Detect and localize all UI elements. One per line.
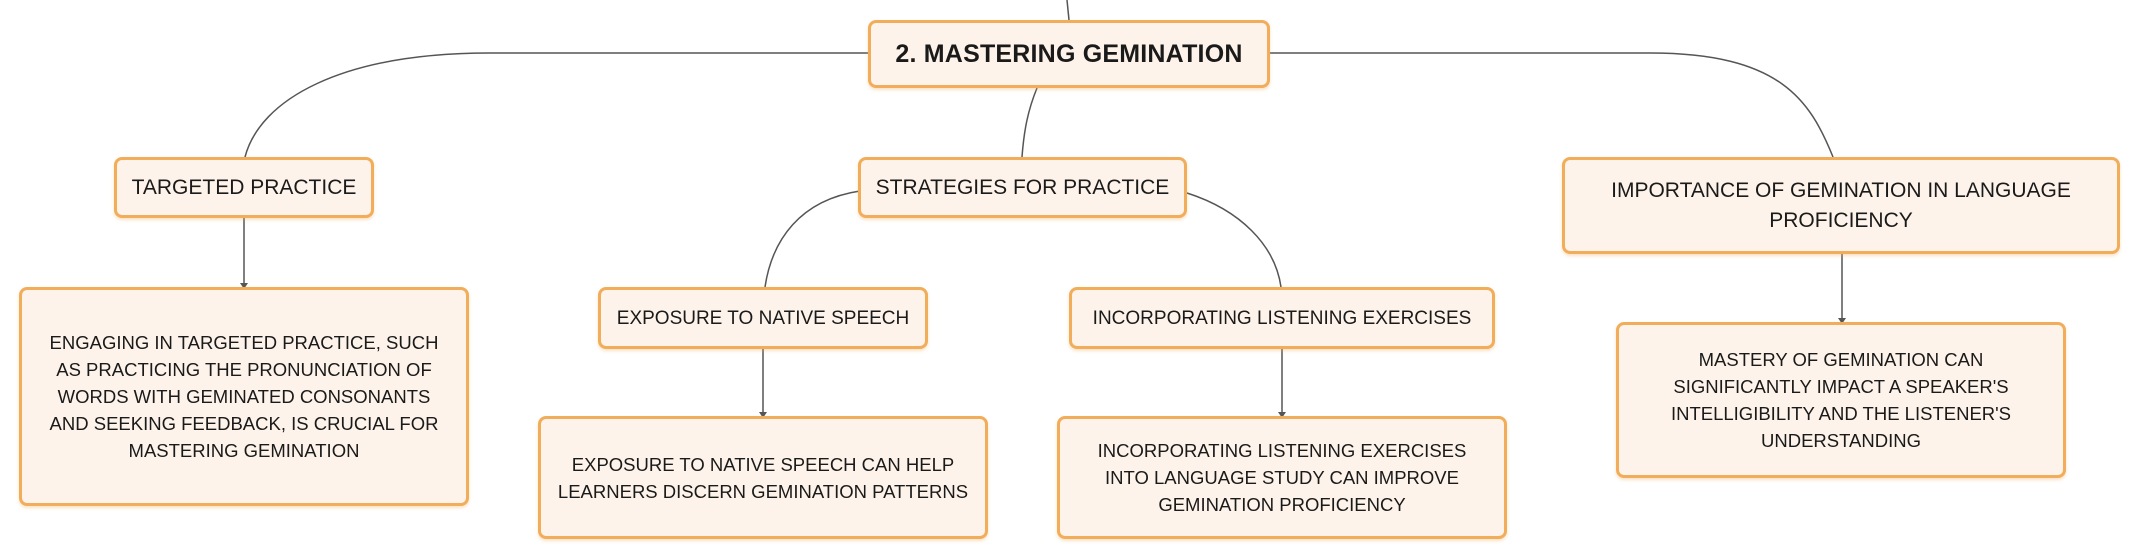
targeted-practice-detail-text: ENGAGING IN TARGETED PRACTICE, SUCH AS P…	[49, 332, 439, 461]
importance-node[interactable]: IMPORTANCE OF GEMINATION IN LANGUAGE PRO…	[1562, 157, 2120, 254]
importance-detail-text: MASTERY OF GEMINATION CAN SIGNIFICANTLY …	[1670, 349, 2012, 451]
importance-label: IMPORTANCE OF GEMINATION IN LANGUAGE PRO…	[1611, 178, 2071, 232]
native-speech-detail-text: EXPOSURE TO NATIVE SPEECH CAN HELP LEARN…	[557, 453, 969, 502]
connector-root-to-strategies	[1021, 87, 1038, 158]
targeted-practice-detail-node[interactable]: ENGAGING IN TARGETED PRACTICE, SUCH AS P…	[19, 287, 469, 506]
arrowhead-listening-detail	[1278, 412, 1286, 418]
connector-parent-to-root	[1066, 0, 1070, 21]
importance-detail-node[interactable]: MASTERY OF GEMINATION CAN SIGNIFICANTLY …	[1616, 322, 2066, 478]
listening-label: INCORPORATING LISTENING EXERCISES	[1092, 307, 1472, 329]
connector-root-to-targeted-practice	[244, 52, 870, 158]
arrowhead-native-speech-detail	[759, 412, 767, 418]
listening-detail-node[interactable]: INCORPORATING LISTENING EXERCISES INTO L…	[1057, 416, 1507, 539]
connector-strategies-to-native-speech	[764, 190, 861, 288]
strategies-node[interactable]: STRATEGIES FOR PRACTICE	[858, 157, 1187, 218]
root-node[interactable]: 2. MASTERING GEMINATION	[868, 20, 1270, 88]
native-speech-label: EXPOSURE TO NATIVE SPEECH	[616, 307, 910, 329]
connector-root-to-importance	[1270, 52, 1834, 158]
arrowhead-importance-detail	[1838, 318, 1846, 324]
root-node-label: 2. MASTERING GEMINATION	[895, 39, 1243, 68]
targeted-practice-node[interactable]: TARGETED PRACTICE	[114, 157, 374, 218]
native-speech-node[interactable]: EXPOSURE TO NATIVE SPEECH	[598, 287, 928, 349]
listening-node[interactable]: INCORPORATING LISTENING EXERCISES	[1069, 287, 1495, 349]
arrowhead-targeted-detail	[240, 283, 248, 289]
targeted-practice-label: TARGETED PRACTICE	[131, 175, 357, 199]
strategies-label: STRATEGIES FOR PRACTICE	[875, 175, 1170, 199]
listening-detail-text: INCORPORATING LISTENING EXERCISES INTO L…	[1097, 440, 1467, 515]
connector-strategies-to-listening	[1186, 192, 1282, 288]
native-speech-detail-node[interactable]: EXPOSURE TO NATIVE SPEECH CAN HELP LEARN…	[538, 416, 988, 539]
